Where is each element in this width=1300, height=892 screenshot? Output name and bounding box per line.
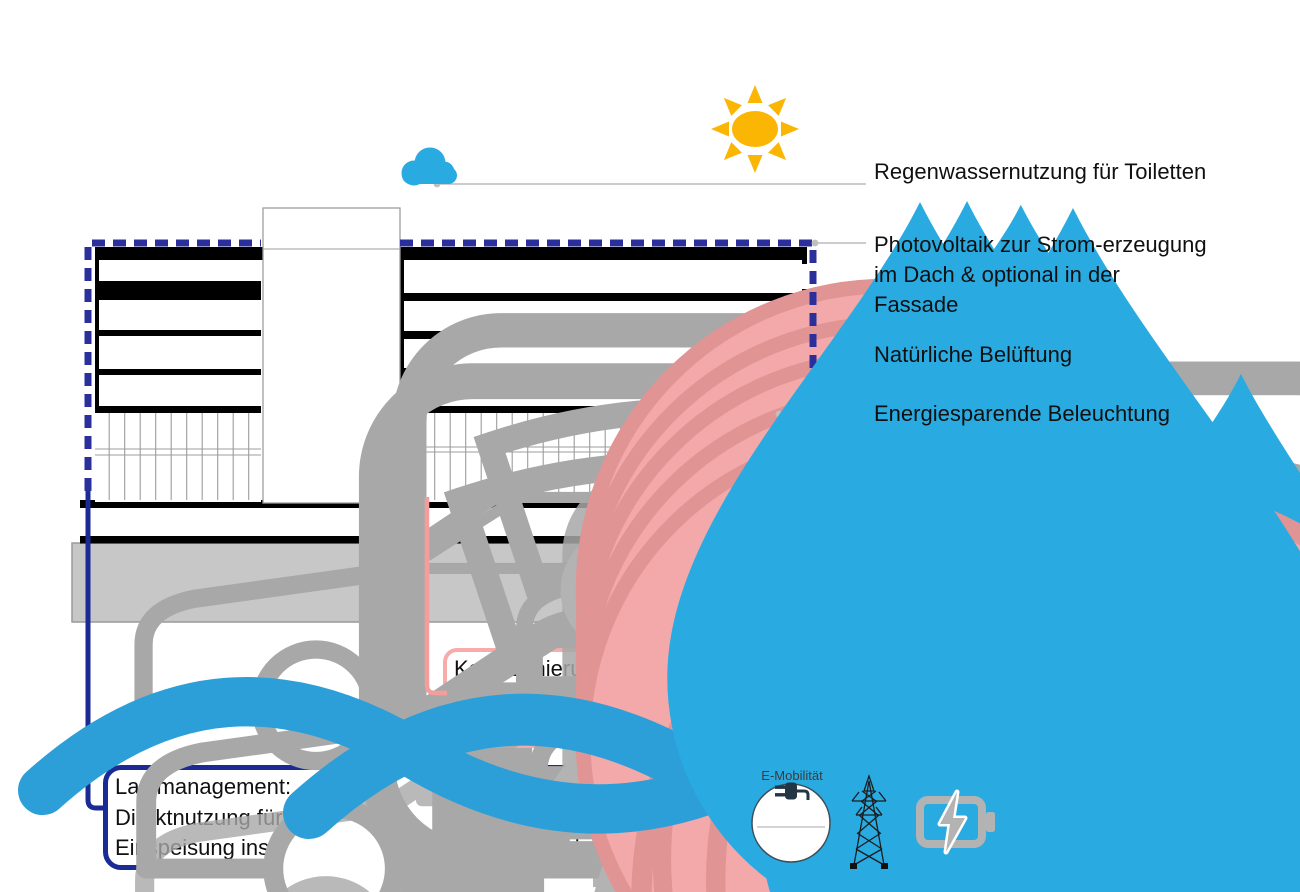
floor-slabs bbox=[95, 247, 807, 413]
person-glyph bbox=[1090, 541, 1300, 892]
load-management-connector-line bbox=[85, 491, 107, 811]
person-glyph bbox=[1127, 541, 1300, 892]
conditioning-line: Option 1: Wärmepumpe basierend auf PV-St… bbox=[454, 686, 928, 712]
sun-rays bbox=[711, 85, 799, 173]
right-wing bbox=[400, 247, 806, 502]
conditioning-note-text: Konditionierung Toiletten, Duschen und V… bbox=[454, 654, 956, 746]
conditioning-note-box: Konditionierung Toiletten, Duschen und V… bbox=[443, 648, 1043, 748]
load-management-text: Lastmanagement: Direktnutzung für E-Mobi… bbox=[115, 772, 607, 864]
load-management-box: Lastmanagement: Direktnutzung für E-Mobi… bbox=[103, 765, 1039, 870]
conditioning-line: Option 2: Nahwärme bbox=[454, 717, 656, 742]
leader-dots bbox=[433, 180, 836, 418]
e-mobility-label: E-Mobilität bbox=[761, 768, 823, 783]
left-wing bbox=[95, 247, 261, 502]
callout-rainwater: Regenwassernutzung für Toiletten bbox=[874, 159, 1207, 184]
person-glyph bbox=[1159, 541, 1300, 892]
load-management-line: Lastmanagement: bbox=[115, 774, 292, 799]
sun-icon bbox=[711, 85, 799, 173]
load-management-line: Direktnutzung für E-Mobilität bbox=[115, 804, 393, 830]
conditioning-line: Konditionierung Toiletten, Duschen und V… bbox=[454, 656, 957, 681]
building-section bbox=[95, 207, 808, 504]
ground-terrain bbox=[71, 500, 1017, 623]
callout-photovoltaic-line: Fassade bbox=[874, 292, 959, 317]
load-management-line: Einspeisung ins Stromnetz optional Strom… bbox=[115, 835, 607, 860]
callout-photovoltaic-line: Photovoltaik zur Strom-erzeugung bbox=[874, 232, 1207, 257]
stair-core bbox=[262, 207, 401, 504]
leader-lines bbox=[437, 183, 866, 415]
callout-photovoltaic: Photovoltaik zur Strom-erzeugung im Dach… bbox=[874, 230, 1207, 320]
callout-photovoltaic-line: im Dach & optional in der bbox=[874, 262, 1120, 287]
pedestrian-passage bbox=[80, 500, 814, 544]
dashed-envelope bbox=[84, 239, 817, 491]
callout-lighting: Energiesparende Beleuchtung bbox=[874, 401, 1171, 426]
callout-ventilation: Natürliche Belüftung bbox=[874, 342, 1073, 367]
person-glyph bbox=[1079, 541, 1295, 892]
